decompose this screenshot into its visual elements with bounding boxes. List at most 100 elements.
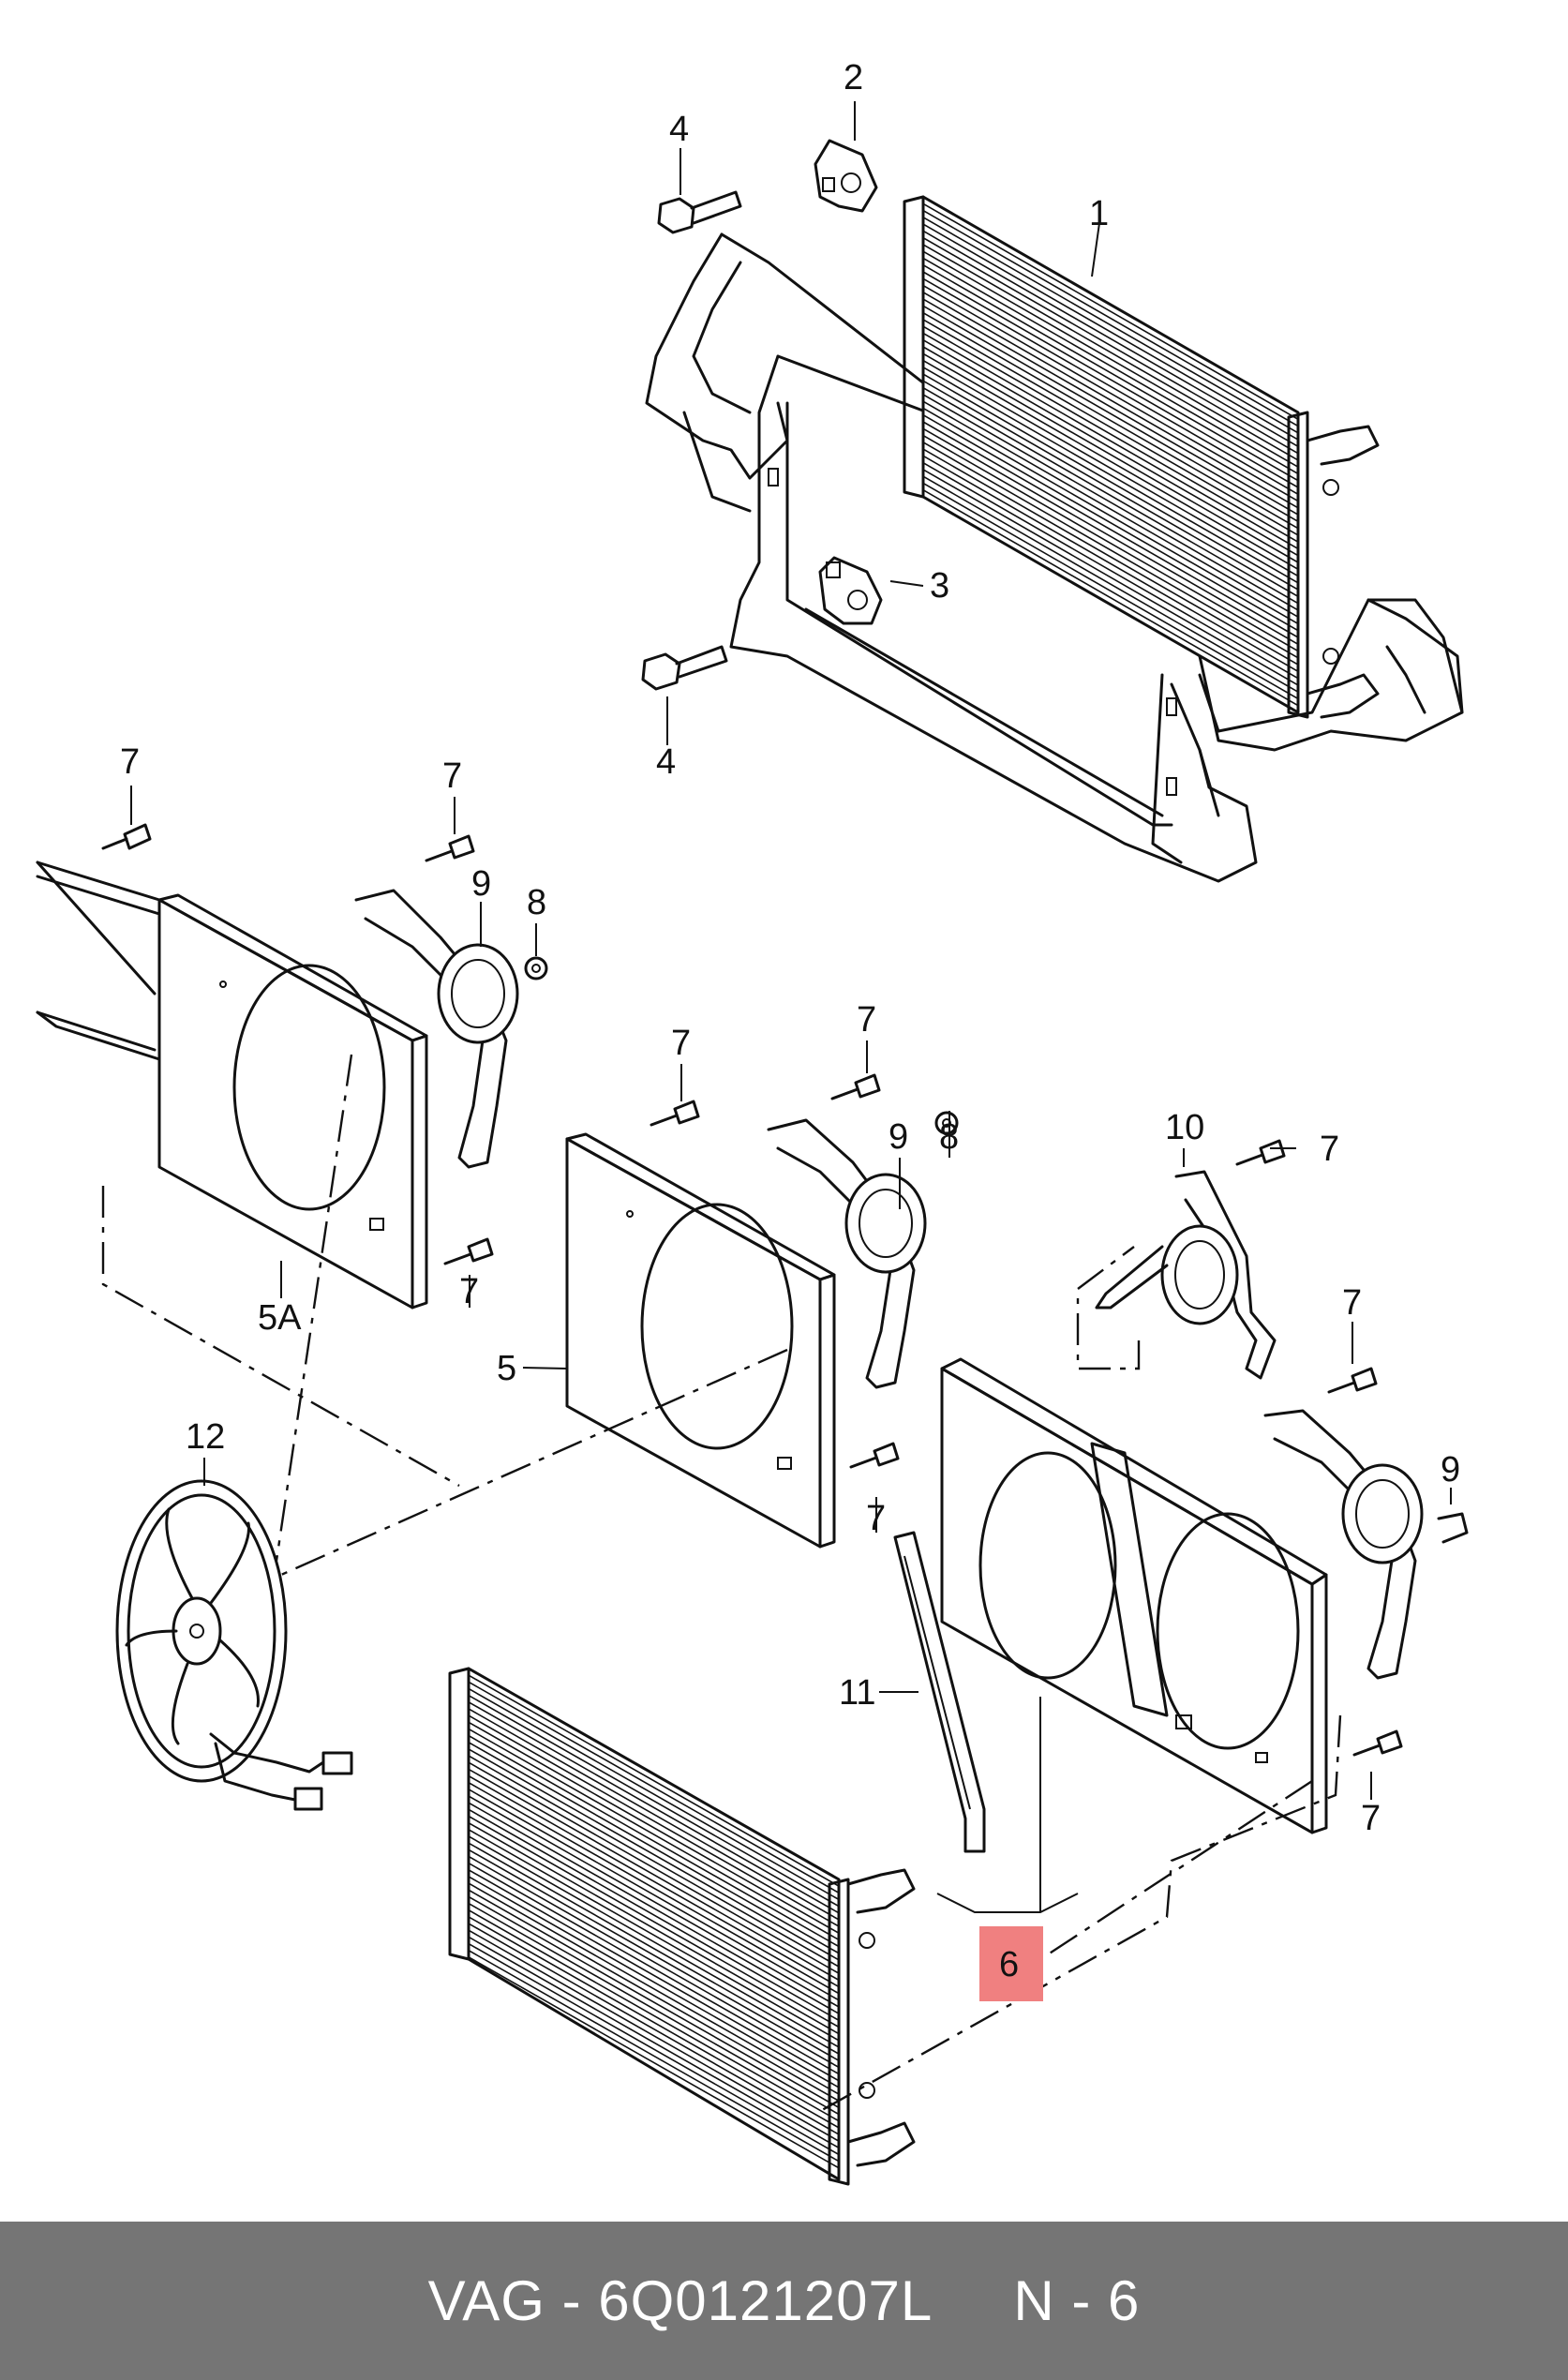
callout-7-d: 7 — [671, 1024, 691, 1063]
radiator-fin — [468, 1956, 840, 2169]
callout-9-c: 9 — [1441, 1450, 1460, 1489]
radiator-lower — [448, 1667, 916, 2186]
callout-11: 11 — [839, 1673, 875, 1713]
radiator-1 — [903, 195, 1380, 719]
nut-8-a — [524, 956, 548, 980]
callout-6: 6 — [999, 1945, 1019, 1984]
radiator-fin — [468, 1674, 840, 1887]
radiator-fin — [922, 284, 1299, 502]
radiator-fin — [922, 230, 1299, 448]
radiator-fin — [922, 319, 1299, 536]
part-info-bar: VAG - 6Q0121207L N - 6 — [0, 2222, 1568, 2380]
seal-strip-11 — [893, 1531, 986, 1853]
radiator-fin — [468, 1687, 840, 1901]
radiator-fin — [922, 427, 1299, 645]
callout-10: 10 — [1165, 1108, 1204, 1147]
radiator-fin — [468, 1734, 840, 1948]
radiator-fin — [922, 386, 1299, 605]
radiator-fin — [468, 1728, 840, 1941]
radiator-fin — [468, 1701, 840, 1914]
radiator-fin — [468, 1694, 840, 1908]
radiator-fin — [468, 1876, 840, 2088]
radiator-fin — [468, 1748, 840, 1961]
callout-7-i: 7 — [1361, 1799, 1381, 1838]
radiator-fin — [922, 421, 1299, 638]
radiator-fin — [922, 202, 1299, 420]
cooling-fan-12 — [115, 1479, 353, 1811]
radiator-fin — [922, 359, 1299, 577]
radiator-fin — [922, 455, 1299, 673]
callout-4-upper: 4 — [669, 110, 689, 149]
callout-9-b: 9 — [889, 1117, 908, 1157]
radiator-fin — [922, 394, 1299, 611]
brand-label: VAG — [427, 2269, 545, 2332]
bolt-7-e — [830, 1073, 881, 1100]
radiator-fin — [922, 264, 1299, 482]
callout-7-e: 7 — [857, 1000, 876, 1040]
part-info-text: VAG - 6Q0121207L N - 6 — [428, 2268, 1141, 2333]
callout-7-f: 7 — [866, 1499, 886, 1538]
leader-lines — [130, 101, 1452, 1913]
radiator-fin — [468, 1774, 840, 1988]
radiator-fin — [922, 461, 1299, 680]
position-label: N - 6 — [1013, 2269, 1141, 2332]
bracket-10 — [1095, 1170, 1277, 1380]
radiator-fin — [922, 489, 1299, 707]
callout-4-lower: 4 — [656, 742, 676, 782]
radiator-fin — [468, 1721, 840, 1934]
radiator-fin — [922, 277, 1299, 495]
radiator-fin — [922, 325, 1299, 543]
callout-7-a: 7 — [120, 742, 140, 782]
radiator-fin — [922, 346, 1299, 563]
callout-7-h: 7 — [1342, 1283, 1362, 1323]
exploded-parts-diagram: 1 2 3 4 4 7 7 9 8 7 5A 5 7 7 9 8 7 10 7 … — [36, 58, 1469, 2186]
radiator-fin — [468, 1889, 840, 2102]
radiator-fin — [468, 1902, 840, 2116]
callout-2: 2 — [844, 58, 863, 97]
radiator-fin — [922, 482, 1299, 700]
radiator-fin — [922, 367, 1299, 584]
radiator-fin — [468, 1842, 840, 2055]
radiator-fin — [468, 1849, 840, 2061]
radiator-fin — [468, 1916, 840, 2129]
bolt-7-d — [650, 1100, 700, 1127]
radiator-fin — [922, 475, 1299, 693]
bolt-7-b — [425, 834, 475, 862]
radiator-fin — [468, 1829, 840, 2042]
radiator-fin — [468, 1808, 840, 2022]
radiator-fin — [468, 1761, 840, 1974]
radiator-fin — [922, 339, 1299, 557]
radiator-fin — [922, 434, 1299, 652]
callout-3: 3 — [930, 566, 949, 606]
radiator-fin — [468, 1909, 840, 2122]
radiator-fin — [468, 1782, 840, 1995]
radiator-fin — [922, 407, 1299, 625]
callout-12: 12 — [186, 1417, 225, 1457]
radiator-fin — [468, 1681, 840, 1894]
callout-8-b: 8 — [939, 1117, 959, 1157]
fan-shroud-6 — [940, 1357, 1328, 1834]
radiator-fin — [922, 400, 1299, 618]
radiator-fin — [468, 1895, 840, 2109]
callout-1: 1 — [1089, 194, 1109, 233]
bracket-9-right — [1263, 1409, 1469, 1680]
radiator-fin — [468, 1936, 840, 2149]
bracket-3 — [818, 556, 883, 625]
radiator-fin — [468, 1949, 840, 2163]
radiator-fin — [922, 332, 1299, 550]
radiator-fin — [468, 1835, 840, 2048]
radiator-fin — [922, 244, 1299, 461]
radiator-fin — [468, 1882, 840, 2095]
radiator-fin — [922, 209, 1299, 427]
bolt-7-i — [1352, 1729, 1403, 1757]
radiator-fin — [468, 1942, 840, 2156]
callout-8-a: 8 — [527, 883, 546, 922]
bolt-4-lower — [641, 645, 728, 691]
radiator-fin — [922, 352, 1299, 570]
radiator-fin — [922, 298, 1299, 516]
bolt-7-c — [443, 1237, 494, 1265]
radiator-fin — [922, 292, 1299, 509]
radiator-fin — [922, 380, 1299, 598]
bolt-7-a — [101, 823, 152, 850]
radiator-fin — [468, 1862, 840, 2075]
